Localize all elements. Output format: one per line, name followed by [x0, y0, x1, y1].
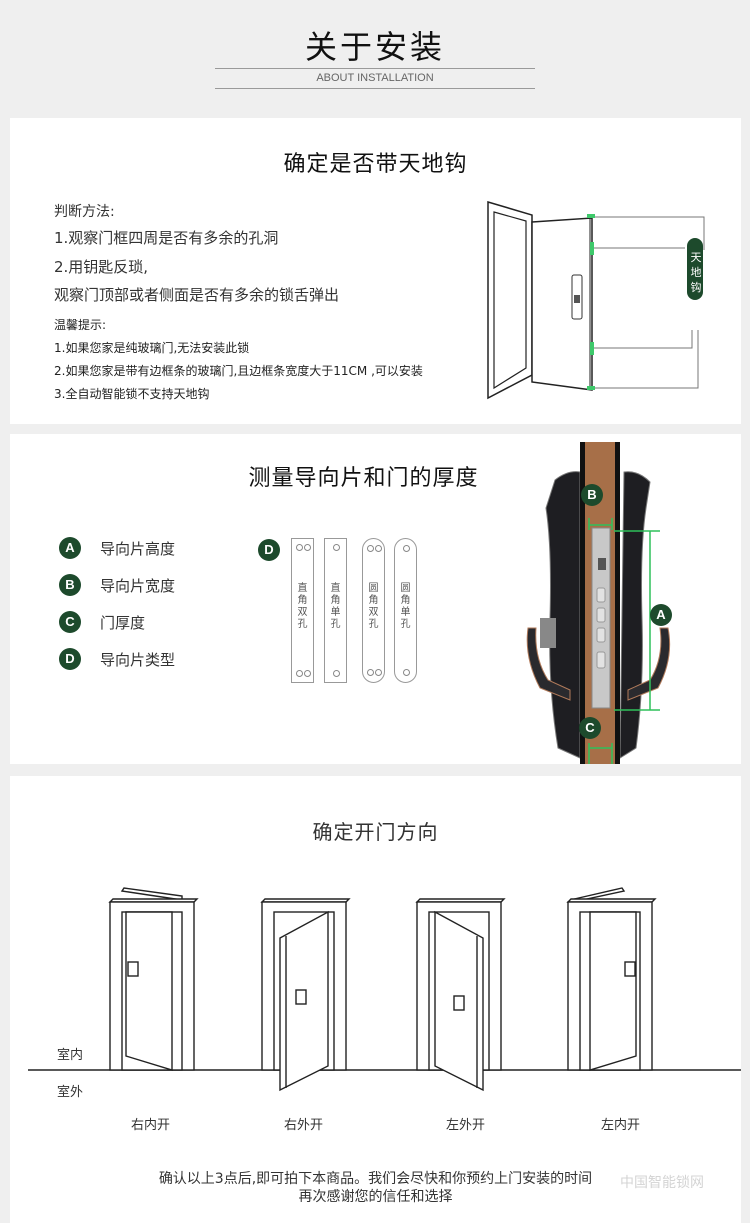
- legend-label: 导向片高度: [100, 540, 176, 558]
- watermark: 中国智能锁网: [620, 1175, 704, 1191]
- plate-round-double: 圆角双孔: [362, 538, 385, 683]
- badge-c: C: [59, 611, 81, 633]
- section-title: 确定是否带天地钩: [283, 152, 468, 177]
- door-label: 右外开: [284, 1118, 324, 1133]
- method-line: 1.观察门框四周是否有多余的孔洞: [54, 229, 279, 247]
- section-measure-thickness: 测量导向片和门的厚度 A 导向片高度 B 导向片宽度 C 门厚度 D 导向片类型…: [10, 434, 741, 764]
- plate-round-single: 圆角单孔: [394, 538, 417, 683]
- badge-a: A: [59, 537, 81, 559]
- hook-tag: 天 地 钩: [690, 251, 702, 294]
- tip-item: 3.全自动智能锁不支持天地钩: [54, 387, 210, 401]
- legend-label: 导向片宽度: [100, 577, 176, 595]
- section-title: 确定开门方向: [312, 820, 439, 844]
- method-line: 2.用钥匙反琐,: [54, 258, 149, 276]
- badge-a: A: [650, 604, 672, 626]
- page-subtitle: ABOUT INSTALLATION: [316, 72, 434, 84]
- door-label: 左外开: [446, 1118, 486, 1133]
- legend-label: 门厚度: [100, 614, 146, 632]
- plate-square-single: 直角单孔: [324, 538, 347, 683]
- footer-note: 确认以上3点后,即可拍下本商品。我们会尽快和你预约上门安装的时间: [158, 1171, 593, 1187]
- tips-heading: 温馨提示:: [54, 318, 107, 332]
- badge-c: C: [579, 717, 601, 739]
- footer-thanks: 再次感谢您的信任和选择: [298, 1189, 453, 1205]
- indoor-label: 室内: [57, 1048, 84, 1063]
- door-hook-diagram-icon: [487, 200, 705, 400]
- lock-photo-icon: [526, 442, 671, 764]
- legend-label: 导向片类型: [100, 651, 176, 669]
- tip-item: 1.如果您家是纯玻璃门,无法安装此锁: [54, 341, 250, 355]
- door-directions-diagram-icon: [28, 887, 741, 1092]
- method-line: 观察门顶部或者侧面是否有多余的锁舌弹出: [54, 286, 340, 304]
- badge-d: D: [59, 648, 81, 670]
- page-title: 关于安装: [304, 28, 445, 66]
- method-heading: 判断方法:: [54, 204, 115, 220]
- section-door-direction: 确定开门方向: [10, 776, 741, 1223]
- outdoor-label: 室外: [57, 1085, 84, 1100]
- tip-item: 2.如果您家是带有边框条的玻璃门,且边框条宽度大于11CM ,可以安装: [54, 364, 423, 378]
- plate-square-double: 直角双孔: [291, 538, 314, 683]
- section-title: 测量导向片和门的厚度: [248, 466, 479, 491]
- divider: [215, 88, 535, 89]
- door-label: 左内开: [601, 1118, 641, 1133]
- section-ceiling-floor-hook: 确定是否带天地钩 判断方法: 1.观察门框四周是否有多余的孔洞 2.用钥匙反琐,…: [10, 118, 741, 424]
- divider: [215, 68, 535, 69]
- badge-d: D: [258, 539, 280, 561]
- door-label: 右内开: [131, 1118, 171, 1133]
- badge-b: B: [581, 484, 603, 506]
- badge-b: B: [59, 574, 81, 596]
